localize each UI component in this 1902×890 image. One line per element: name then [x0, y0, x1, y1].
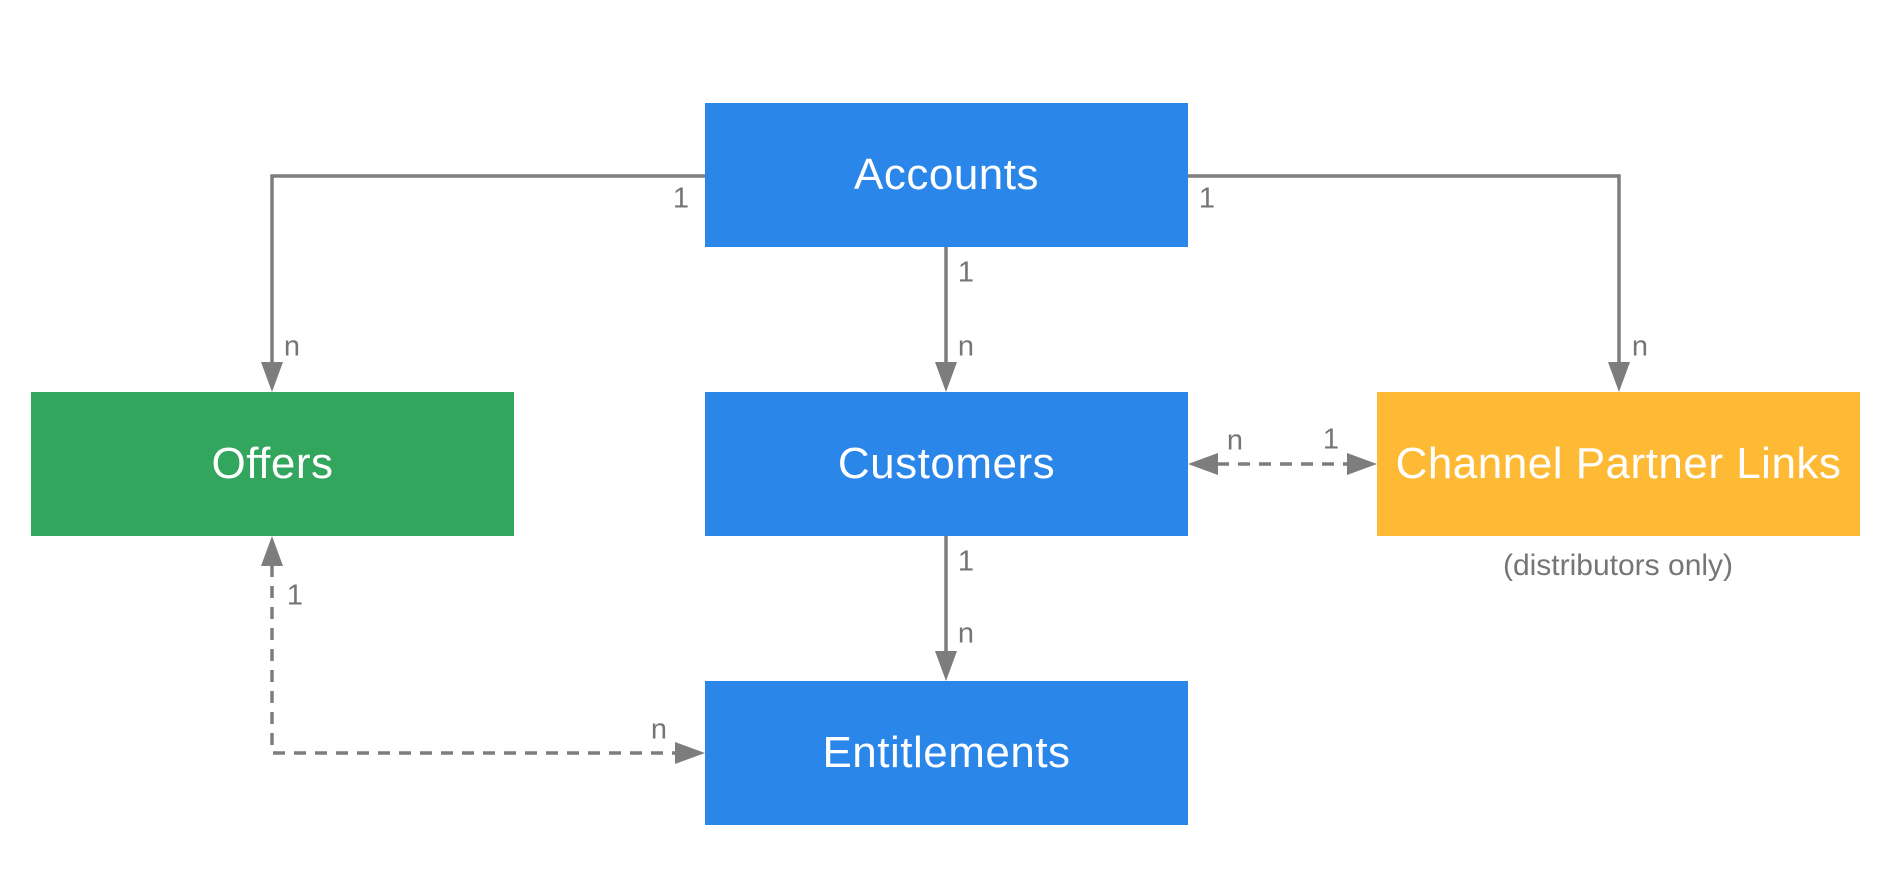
node-entitlements-label: Entitlements	[822, 728, 1071, 777]
edge-accounts-cpl-to-label: n	[1631, 330, 1649, 363]
edge-accounts-offers-from-label: 1	[672, 182, 690, 215]
edge-accounts-customers-from-label: 1	[957, 256, 975, 289]
node-offers-label: Offers	[211, 439, 334, 488]
node-customers[interactable]: Customers	[705, 392, 1188, 536]
edge-offers-entitlements-from-label: 1	[286, 579, 304, 612]
edge-accounts-offers-to-label: n	[283, 330, 301, 363]
edge-accounts-offers-line	[270, 174, 705, 363]
edge-accounts-cpl-arrowhead	[1608, 362, 1630, 392]
edge-offers-entitlements-to-label: n	[650, 713, 668, 746]
edge-accounts-customers-to-label: n	[957, 330, 975, 363]
node-customers-label: Customers	[837, 439, 1056, 488]
edge-offers-entitlements-line	[270, 565, 676, 755]
edge-offers-entitlements-arrowhead-up	[261, 536, 283, 566]
node-channel-partner-links[interactable]: Channel Partner Links	[1377, 392, 1860, 536]
edge-customers-cpl-arrowhead-right	[1347, 453, 1377, 475]
edge-accounts-cpl-from-label: 1	[1198, 182, 1216, 215]
edge-customers-entitlements-arrowhead	[935, 651, 957, 681]
edge-customers-cpl-to-label: 1	[1322, 423, 1340, 456]
node-accounts[interactable]: Accounts	[705, 103, 1188, 247]
node-offers[interactable]: Offers	[31, 392, 514, 536]
edge-accounts-offers-arrowhead	[261, 362, 283, 392]
edge-accounts-cpl-line	[1188, 174, 1621, 363]
node-channel-partner-links-label: Channel Partner Links	[1395, 439, 1842, 488]
node-channel-partner-links-caption: (distributors only)	[1502, 549, 1734, 582]
edge-customers-entitlements-to-label: n	[957, 617, 975, 650]
edge-customers-entitlements-from-label: 1	[957, 545, 975, 578]
edge-customers-cpl-from-label: n	[1226, 424, 1244, 457]
edge-offers-entitlements-arrowhead-right	[675, 742, 705, 764]
node-entitlements[interactable]: Entitlements	[705, 681, 1188, 825]
node-accounts-label: Accounts	[854, 150, 1039, 199]
edge-customers-cpl-arrowhead-left	[1188, 453, 1218, 475]
edge-accounts-customers-arrowhead	[935, 362, 957, 392]
